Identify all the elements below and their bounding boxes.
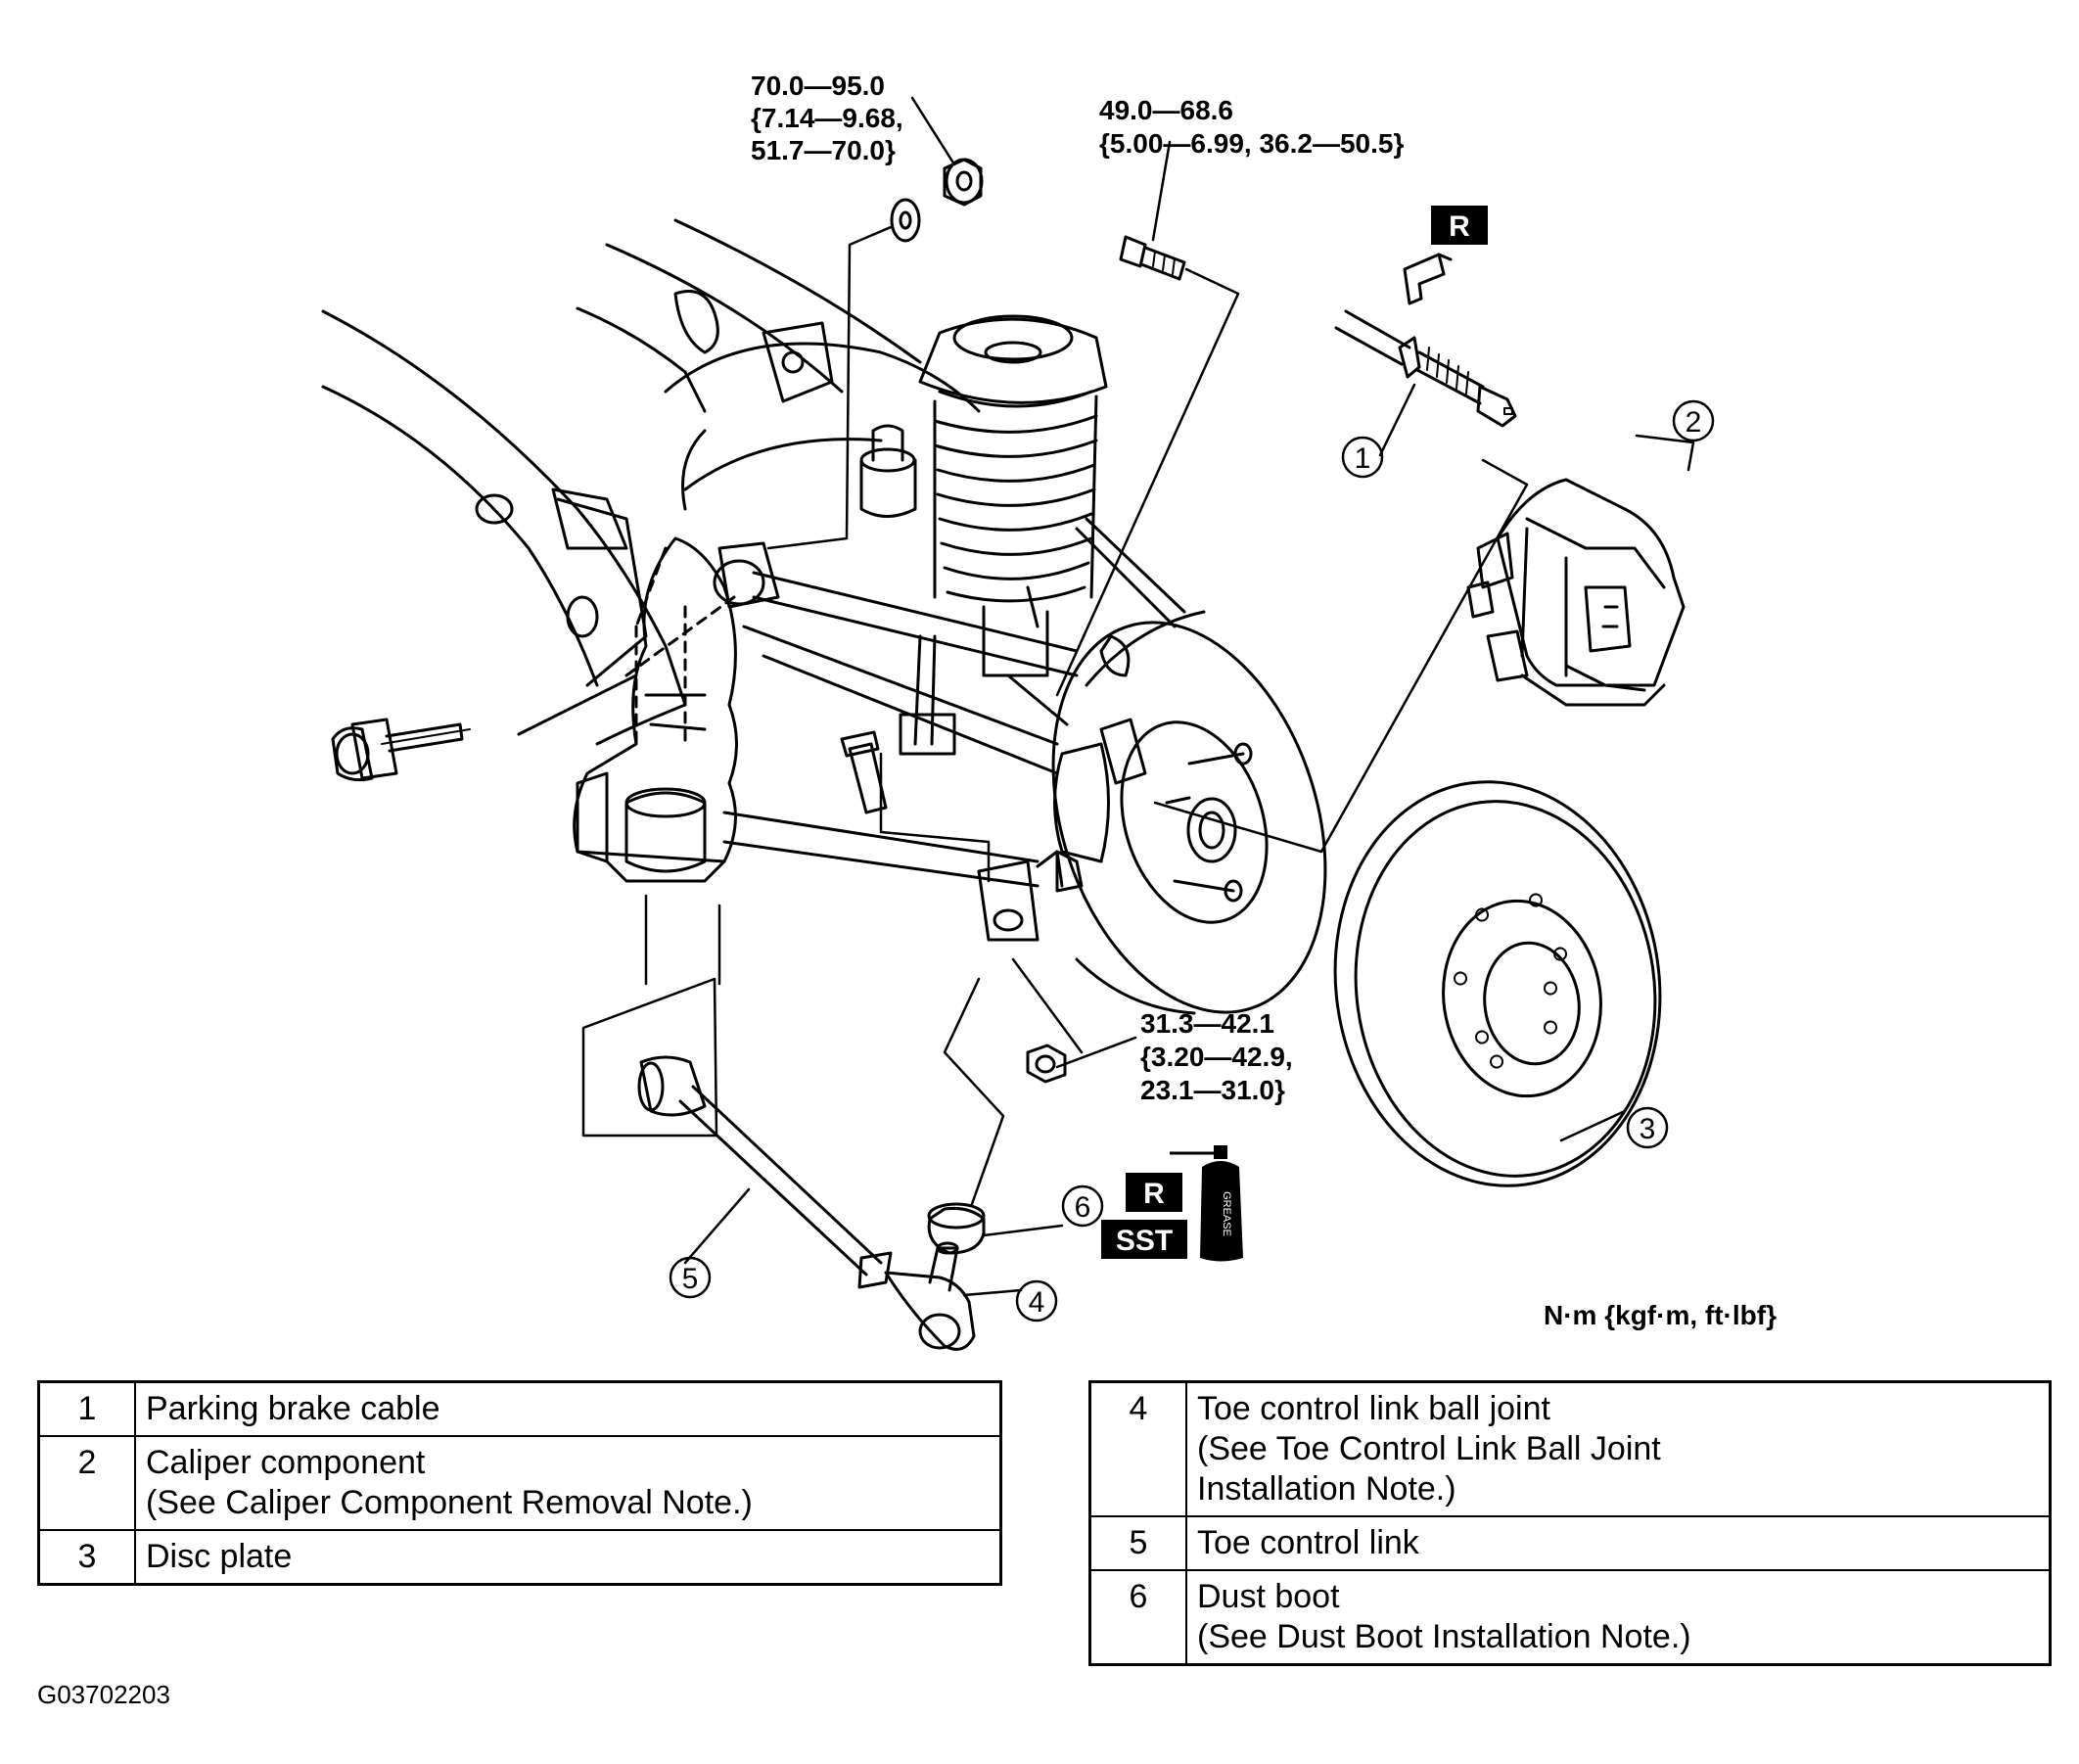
disc-plate bbox=[1333, 780, 1662, 1187]
upper-arm bbox=[713, 541, 1079, 677]
caliper bbox=[1466, 478, 1686, 707]
callout-4: 4 bbox=[1029, 1286, 1045, 1319]
part-number: 5 bbox=[1088, 1515, 1187, 1571]
part-description: Dust boot (See Dust Boot Installation No… bbox=[1185, 1569, 2052, 1666]
part-number: 3 bbox=[37, 1529, 136, 1586]
exploded-frame bbox=[581, 977, 718, 1137]
link-bracket bbox=[977, 850, 1064, 942]
part-description: Toe control link bbox=[1185, 1515, 2052, 1571]
callout-circles bbox=[669, 399, 1715, 1323]
table-row: 4 Toe control link ball joint (See Toe C… bbox=[1088, 1380, 2052, 1517]
subframe bbox=[321, 218, 981, 746]
torque-line: {3.20—42.9, bbox=[1140, 1042, 1293, 1072]
svg-text:SST: SST bbox=[1116, 1225, 1173, 1257]
wheel-hub bbox=[1006, 585, 1269, 924]
torque-line: 70.0—95.0 bbox=[751, 70, 885, 101]
part-description: Parking brake cable bbox=[134, 1380, 1002, 1437]
torque-line: {7.14—9.68, bbox=[751, 103, 903, 133]
callout-1: 1 bbox=[1355, 442, 1371, 475]
replace-badge-clip: R bbox=[1431, 206, 1488, 245]
toe-control-link bbox=[637, 1055, 893, 1289]
callout-3: 3 bbox=[1640, 1113, 1656, 1145]
ball-joint bbox=[884, 1241, 976, 1351]
knuckle bbox=[517, 536, 738, 883]
link-nut bbox=[1026, 1044, 1067, 1084]
part-description: Disc plate bbox=[134, 1529, 1002, 1586]
replace-badge-boot: R bbox=[1126, 1173, 1182, 1212]
torque-line: {5.00—6.99, 36.2—50.5} bbox=[1099, 128, 1404, 159]
strut-mount-bushing bbox=[859, 424, 917, 518]
table-row: 1 Parking brake cable bbox=[37, 1380, 1002, 1437]
torque-spec-knuckle-bolt: 49.0—68.6 {5.00—6.99, 36.2—50.5} bbox=[1099, 95, 1404, 159]
table-row: 5 Toe control link bbox=[1088, 1515, 2052, 1571]
table-row: 3 Disc plate bbox=[37, 1529, 1002, 1586]
coil-spring bbox=[918, 314, 1108, 677]
lower-arm bbox=[722, 625, 1059, 888]
callout-6: 6 bbox=[1075, 1191, 1091, 1224]
part-number: 4 bbox=[1088, 1380, 1187, 1517]
dust-boot bbox=[927, 1202, 986, 1255]
torque-spec-strut-nut: 70.0—95.0 {7.14—9.68, 51.7—70.0} bbox=[751, 70, 903, 165]
parts-legend-right: 4 Toe control link ball joint (See Toe C… bbox=[1088, 1380, 2052, 1666]
figure-code: G03702203 bbox=[37, 1680, 170, 1709]
units-note: N·m {kgf·m, ft·lbf} bbox=[1544, 1300, 1777, 1330]
part-description: Caliper component (See Caliper Component… bbox=[134, 1435, 1002, 1531]
sst-badge: SST bbox=[1101, 1220, 1187, 1259]
leader-lines bbox=[644, 96, 1695, 1297]
torque-spec-link-nut: 31.3—42.1 {3.20—42.9, 23.1—31.0} bbox=[1140, 1008, 1293, 1105]
table-row: 6 Dust boot (See Dust Boot Installation … bbox=[1088, 1569, 2052, 1666]
parking-brake-cable bbox=[1334, 309, 1517, 428]
knuckle-bolt bbox=[1119, 235, 1186, 281]
part-number: 6 bbox=[1088, 1569, 1187, 1666]
callout-2: 2 bbox=[1686, 406, 1702, 439]
table-row: 2 Caliper component (See Caliper Compone… bbox=[37, 1435, 1002, 1531]
svg-text:R: R bbox=[1449, 210, 1470, 243]
part-description: Toe control link ball joint (See Toe Con… bbox=[1185, 1380, 2052, 1517]
torque-line: 31.3—42.1 bbox=[1140, 1008, 1274, 1039]
part-number: 1 bbox=[37, 1380, 136, 1437]
callout-5: 5 bbox=[682, 1263, 699, 1295]
strut-nut bbox=[890, 158, 984, 243]
parts-legend-left: 1 Parking brake cable 2 Caliper componen… bbox=[37, 1380, 1002, 1586]
grease-can-icon: GREASE bbox=[1170, 1145, 1243, 1262]
part-number: 2 bbox=[37, 1435, 136, 1531]
torque-line: 51.7—70.0} bbox=[751, 135, 896, 165]
lower-bolt bbox=[840, 730, 888, 814]
torque-line: 49.0—68.6 bbox=[1099, 95, 1233, 125]
grease-label: GREASE bbox=[1221, 1191, 1232, 1236]
torque-line: 23.1—31.0} bbox=[1140, 1075, 1285, 1105]
long-bolt bbox=[331, 718, 471, 782]
retaining-clip bbox=[1403, 253, 1453, 305]
stabilizer-link bbox=[899, 517, 1186, 756]
svg-text:R: R bbox=[1143, 1178, 1165, 1210]
